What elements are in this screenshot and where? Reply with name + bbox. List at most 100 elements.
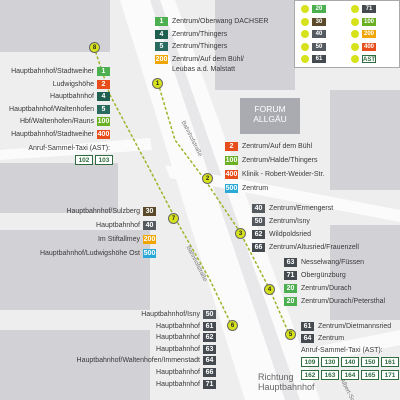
line-badge[interactable]: 2 — [225, 142, 238, 151]
line-badge[interactable]: 71 — [203, 379, 216, 389]
line-badge[interactable]: 1 — [97, 67, 110, 76]
line-badge[interactable]: 62 — [252, 230, 265, 239]
destination-label: Zentrum/Thingers — [172, 30, 228, 38]
ast-number[interactable]: 130 — [321, 357, 339, 367]
stop-6-marker[interactable]: 6 — [227, 320, 238, 331]
destination-label: Zentrum/Thingers — [172, 43, 228, 50]
ast-number[interactable]: 150 — [361, 357, 379, 367]
line-badge[interactable]: 400 — [97, 130, 110, 139]
line-badge[interactable]: 61 — [203, 321, 216, 331]
line-badge[interactable]: 50 — [252, 217, 265, 226]
destination-label: Hauptbahnhof — [156, 334, 200, 342]
line-badge[interactable]: 71 — [284, 271, 297, 280]
ast-label: Anruf-Sammel-Taxi (AST): — [301, 347, 383, 354]
legend-stop-dot — [301, 42, 309, 51]
direction-line2: Hauptbahnhof — [258, 382, 315, 392]
line-badge[interactable]: 4 — [155, 29, 168, 39]
ast-number[interactable]: 171 — [381, 370, 399, 380]
legend-line-badge: 50 — [312, 42, 326, 51]
destination-label: Obergünzburg — [301, 272, 346, 279]
legend-line-badge: AST — [362, 55, 376, 63]
stop-7-marker[interactable]: 7 — [168, 213, 179, 224]
line-badge[interactable]: 5 — [155, 42, 168, 51]
stop-2-marker[interactable]: 2 — [202, 173, 213, 184]
line-badge[interactable]: 500 — [143, 249, 156, 258]
line-badge[interactable]: 1 — [155, 17, 168, 26]
road-median — [150, 0, 300, 400]
destination-label: Zentrum — [318, 335, 345, 342]
line-badge[interactable]: 50 — [203, 310, 216, 319]
line-badge[interactable]: 200 — [155, 54, 168, 64]
legend-line-badge: 30 — [312, 17, 326, 26]
ast-number[interactable]: 140 — [341, 357, 359, 367]
line-badge[interactable]: 62 — [203, 333, 216, 343]
line-badge[interactable]: 40 — [143, 221, 156, 230]
stop-3-marker[interactable]: 3 — [235, 228, 246, 239]
destination-label: Hauptbahnhof — [156, 345, 200, 353]
line-badge[interactable]: 100 — [97, 117, 110, 127]
ast-number[interactable]: 103 — [95, 155, 113, 165]
line-badge[interactable]: 5 — [97, 104, 110, 114]
line-badge[interactable]: 61 — [301, 322, 314, 331]
destination-label: Zentrum/Isny — [269, 218, 310, 225]
destination-label: Hauptbahnhof/Ludwigshöhe Ost — [39, 250, 140, 257]
destination-label: Zentrum/Dietmannsried — [318, 323, 392, 330]
destination-label: Zentrum/Oberwang DACHSER — [172, 18, 269, 25]
destination-label: Zentrum/Durach/Petersthal — [301, 298, 386, 305]
destination-label: Zentrum/Durach — [301, 285, 352, 292]
legend-stop-dot — [351, 42, 359, 51]
stop-1-marker[interactable]: 1 — [152, 78, 163, 89]
line-badge[interactable]: 66 — [203, 368, 216, 377]
stop-8-marker[interactable]: 8 — [89, 42, 100, 53]
stop-5-marker[interactable]: 5 — [285, 329, 296, 340]
line-badge[interactable]: 63 — [284, 258, 297, 267]
legend-stop-dot — [351, 55, 359, 63]
legend-stop-dot — [351, 30, 359, 38]
destination-label: Hauptbahnhof — [50, 93, 94, 101]
ast-number[interactable]: 102 — [75, 155, 93, 165]
legend-line-badge: 71 — [362, 5, 376, 13]
legend-line-badge: 400 — [362, 42, 376, 51]
line-badge[interactable]: 64 — [203, 356, 216, 366]
line-badge[interactable]: 2 — [97, 79, 110, 89]
ast-number[interactable]: 165 — [361, 370, 379, 380]
destination-label: Hauptbahnhof — [156, 380, 200, 388]
line-badge[interactable]: 500 — [225, 184, 238, 193]
side-road-east — [165, 165, 400, 222]
direction-label: Richtung Hauptbahnhof — [258, 372, 315, 392]
direction-line1: Richtung — [258, 372, 294, 382]
destination-label: Wildpoldsried — [269, 231, 312, 238]
building — [330, 225, 400, 320]
line-badge[interactable]: 66 — [252, 243, 265, 252]
destination-label: Hauptbahnhof/Stadtweiher — [11, 131, 94, 138]
destination-label: Zentrum — [242, 185, 269, 192]
destination-label: Leubas a.d. Malstatt — [172, 66, 236, 73]
ast-number[interactable]: 163 — [321, 370, 339, 380]
line-badge[interactable]: 40 — [252, 204, 265, 213]
ast-number[interactable]: 162 — [301, 370, 319, 380]
line-badge[interactable]: 200 — [143, 235, 156, 244]
destination-label: Ludwigshöhe — [52, 80, 94, 88]
line-badge[interactable]: 20 — [284, 284, 297, 293]
line-badge[interactable]: 30 — [143, 207, 156, 216]
ast-number[interactable]: 164 — [341, 370, 359, 380]
stop-4-marker[interactable]: 4 — [264, 284, 275, 295]
line-badge[interactable]: 20 — [284, 297, 297, 306]
line-badge[interactable]: 400 — [225, 170, 238, 179]
legend-stop-dot — [301, 30, 309, 38]
building — [0, 330, 150, 400]
destination-label: Hauptbahnhof — [96, 222, 140, 229]
line-badge[interactable]: 4 — [97, 92, 110, 102]
line-badge[interactable]: 64 — [301, 334, 314, 343]
legend-line-badge: 40 — [312, 30, 326, 38]
legend-stop-dot — [301, 17, 309, 26]
ast-number[interactable]: 161 — [381, 357, 399, 367]
line-badge[interactable]: 100 — [225, 156, 238, 165]
ast-number[interactable]: 109 — [301, 357, 319, 367]
destination-label: Hauptbahnhof/Stadtweiher — [11, 68, 94, 75]
legend-line-badge: 20 — [312, 5, 326, 13]
line-badge[interactable]: 63 — [203, 344, 216, 354]
forum-line1: FORUM — [254, 104, 286, 114]
